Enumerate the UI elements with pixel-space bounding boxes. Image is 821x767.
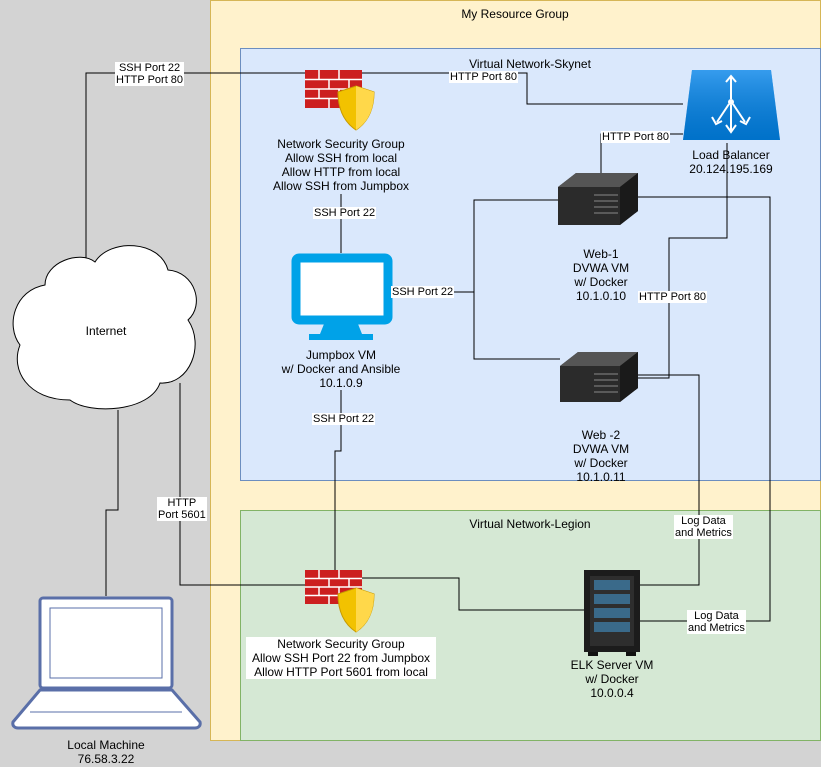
vnet-legion-title: Virtual Network-Legion: [469, 517, 591, 531]
web1-app: DVWA VM: [572, 261, 630, 275]
load-balancer-icon: [683, 70, 780, 140]
server-icon: [560, 352, 638, 402]
lb-name: Load Balancer: [692, 148, 770, 162]
edge-label-metrics: and Metrics: [688, 622, 745, 634]
edge-label-nsg-lb: HTTP Port 80: [449, 71, 519, 83]
load-balancer-label: Load Balancer 20.124.195.169: [676, 148, 786, 176]
edge-nsg-lb: [362, 72, 683, 105]
web2-name: Web -2: [581, 428, 621, 442]
edge-label-web1-elk: Log Data and Metrics: [687, 610, 746, 634]
cloud-icon: [12, 245, 197, 410]
edge-local-internet: [105, 410, 119, 596]
jumpbox-ip: 10.1.0.9: [319, 376, 363, 390]
monitor-icon: [291, 253, 393, 340]
vnet-skynet-title: Virtual Network-Skynet: [469, 57, 591, 71]
web2-desc: w/ Docker: [574, 456, 628, 470]
laptop-icon: [11, 596, 202, 730]
edge-label-metrics: and Metrics: [675, 527, 732, 539]
edge-label-nsg-jumpbox: SSH Port 22: [313, 207, 377, 219]
edge-bus-web1: [473, 199, 558, 359]
edge-label-local-nsg2: HTTP Port 5601: [157, 497, 207, 521]
server-icon: [558, 173, 638, 225]
edge-label-jumpbox-nsg2: SSH Port 22: [312, 413, 376, 425]
edge-label-lb-web2: HTTP Port 80: [638, 291, 708, 303]
edge-internet-nsg: [85, 72, 305, 258]
internet-label: Internet: [85, 324, 127, 338]
local-machine-name: Local Machine: [67, 738, 145, 752]
elk-desc: w/ Docker: [585, 672, 639, 686]
jumpbox-name: Jumpbox VM: [305, 348, 377, 362]
rack-server-icon: [584, 570, 640, 656]
local-machine-label: Local Machine 76.58.3.22: [36, 738, 176, 766]
edge-web2-elk: [637, 374, 700, 586]
edge-label-jumpbox-webs: SSH Port 22: [391, 286, 455, 298]
nsg-bottom-rule: Allow SSH Port 22 from Jumpbox: [251, 651, 431, 665]
edge-local-nsg2: [179, 383, 305, 586]
nsg-bottom-rule: Allow HTTP Port 5601 from local: [254, 665, 428, 679]
web1-label: Web-1 DVWA VM w/ Docker 10.1.0.10: [551, 247, 651, 303]
local-machine-ip: 76.58.3.22: [77, 752, 135, 766]
web1-name: Web-1: [583, 247, 619, 261]
edge-label-web2-elk: Log Data and Metrics: [674, 515, 733, 539]
edge-label-http: HTTP: [167, 497, 197, 509]
elk-name: ELK Server VM: [570, 658, 654, 672]
web2-ip: 10.1.0.11: [576, 470, 626, 484]
edge-label-log-data: Log Data: [681, 515, 726, 527]
nsg-top-rule: Allow SSH from local: [284, 151, 398, 165]
nsg-top-title: Network Security Group: [277, 137, 405, 151]
jumpbox-desc: w/ Docker and Ansible: [281, 362, 401, 376]
edge-nsg2-elk: [362, 577, 584, 611]
web1-desc: w/ Docker: [574, 275, 628, 289]
elk-ip: 10.0.0.4: [590, 686, 634, 700]
nsg-top-rule: Allow HTTP from local: [281, 165, 401, 179]
web2-app: DVWA VM: [572, 442, 630, 456]
edge-label-http: HTTP Port 80: [116, 74, 184, 86]
edge-label-lb-web1: HTTP Port 80: [601, 131, 671, 143]
jumpbox-label: Jumpbox VM w/ Docker and Ansible 10.1.0.…: [261, 348, 421, 390]
edge-web1-elk: [637, 196, 771, 622]
edge-lb-web2: [637, 143, 728, 379]
nsg-top-rule: Allow SSH from Jumpbox: [272, 179, 410, 193]
nsg-bottom-title: Network Security Group: [277, 637, 405, 651]
shield-icon: [337, 587, 375, 633]
edge-label-internet-nsg: SSH Port 22 HTTP Port 80: [115, 62, 185, 86]
web1-ip: 10.1.0.10: [575, 289, 627, 303]
resource-group-title: My Resource Group: [461, 7, 569, 21]
nsg-bottom-label: Network Security Group Allow SSH Port 22…: [246, 637, 436, 679]
elk-label: ELK Server VM w/ Docker 10.0.0.4: [552, 658, 672, 700]
shield-icon: [337, 85, 375, 131]
edge-label-log-data: Log Data: [694, 610, 739, 622]
edge-bus-web2: [473, 292, 560, 360]
lb-ip: 20.124.195.169: [689, 162, 773, 176]
edge-label-port: Port 5601: [158, 509, 206, 521]
nsg-top-label: Network Security Group Allow SSH from lo…: [246, 137, 436, 193]
edge-label-ssh: SSH Port 22: [118, 62, 181, 74]
web2-label: Web -2 DVWA VM w/ Docker 10.1.0.11: [551, 428, 651, 484]
